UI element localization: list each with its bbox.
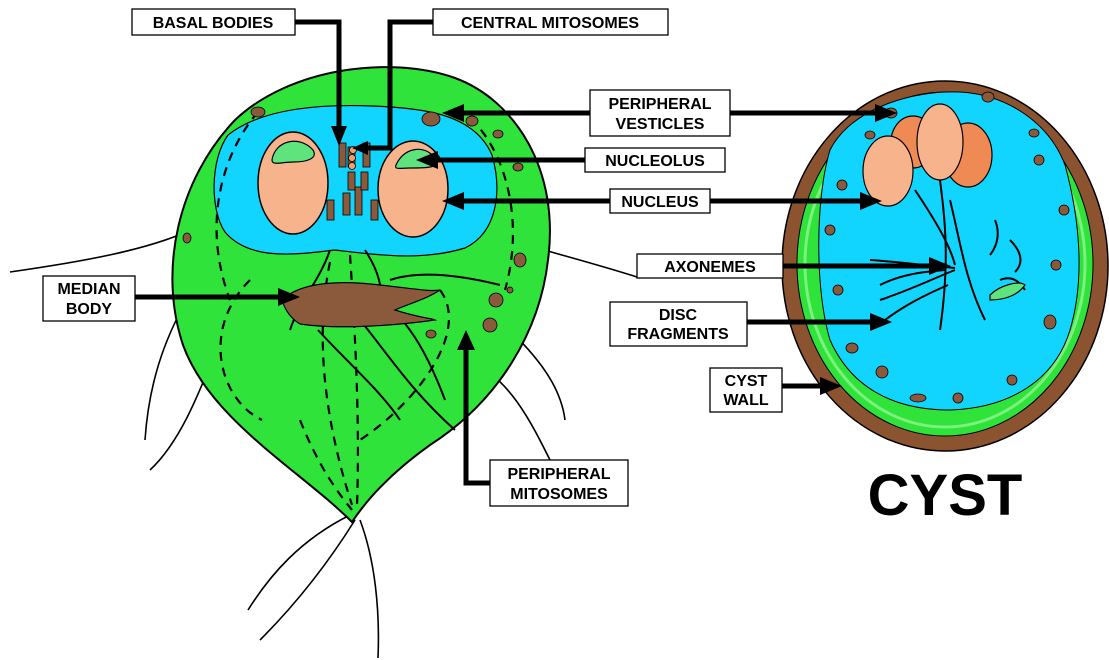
- median-body-line2: BODY: [66, 301, 113, 318]
- nucleolus-text: NUCLEOLUS: [605, 153, 705, 170]
- label-peripheral-vesticles: PERIPHERAL VESTICLES: [590, 90, 730, 136]
- peripheral-mitosomes-line1: PERIPHERAL: [507, 466, 610, 483]
- label-nucleolus: NUCLEOLUS: [585, 148, 725, 172]
- label-nucleus: NUCLEUS: [610, 189, 710, 213]
- trophozoite: [10, 67, 640, 658]
- peripheral-mitosomes-line2: MITOSOMES: [510, 486, 608, 503]
- trophozoite-nucleus-left: [258, 132, 328, 234]
- cyst-wall-line1: CYST: [725, 373, 768, 390]
- basal-bodies-text: BASAL BODIES: [153, 15, 274, 32]
- label-peripheral-mitosomes: PERIPHERAL MITOSOMES: [490, 460, 628, 506]
- label-disc-fragments: DISC FRAGMENTS: [610, 302, 747, 346]
- central-mitosomes: [349, 147, 357, 170]
- peripheral-vesticles-line2: VESTICLES: [616, 116, 705, 133]
- label-central-mitosomes: CENTRAL MITOSOMES: [433, 9, 668, 35]
- disc-fragments-line2: FRAGMENTS: [627, 326, 729, 343]
- label-basal-bodies: BASAL BODIES: [132, 9, 295, 35]
- label-median-body: MEDIAN BODY: [43, 276, 135, 321]
- median-body-line1: MEDIAN: [57, 281, 120, 298]
- label-axonemes: AXONEMES: [637, 254, 783, 278]
- peripheral-vesticles-line1: PERIPHERAL: [608, 96, 711, 113]
- disc-fragments-line1: DISC: [659, 307, 698, 324]
- nucleus-text: NUCLEUS: [621, 194, 699, 211]
- axonemes-text: AXONEMES: [664, 259, 756, 276]
- cyst-title: CYST: [868, 463, 1023, 528]
- central-mitosomes-text: CENTRAL MITOSOMES: [461, 15, 639, 32]
- label-cyst-wall: CYST WALL: [710, 368, 782, 412]
- cyst-wall-line2: WALL: [723, 392, 769, 409]
- nuclear-region: [214, 106, 497, 256]
